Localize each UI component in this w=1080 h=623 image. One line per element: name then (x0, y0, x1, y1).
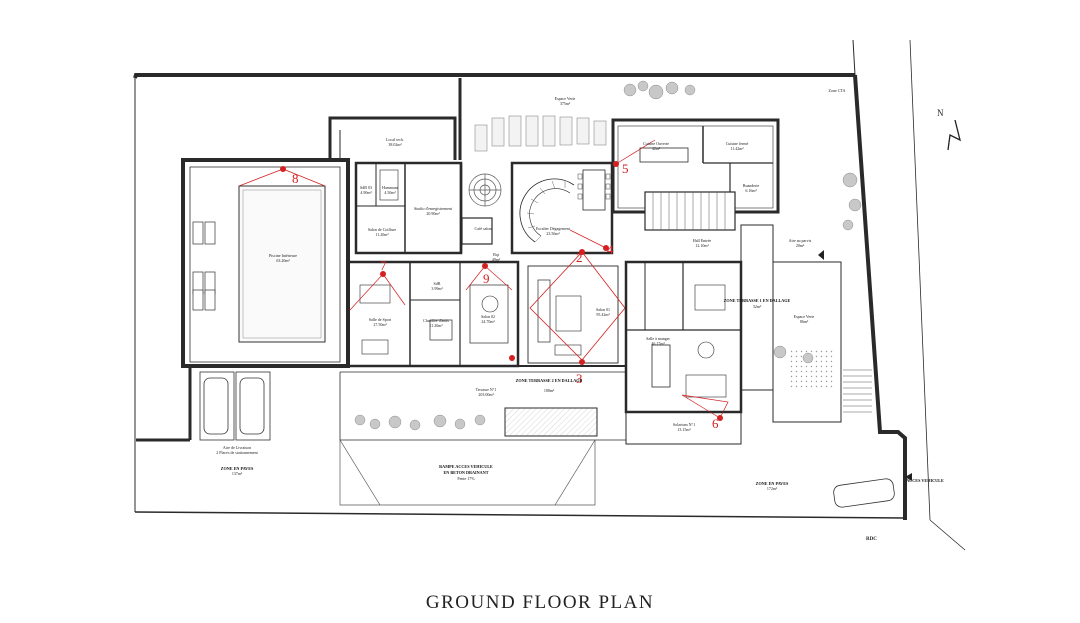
marker-2: 2 (576, 250, 583, 265)
north-arrow: N (937, 108, 961, 151)
label-rampe: RAMPE ACCES VEHICULE (439, 464, 493, 469)
label-escalier: Escalier Dégagement (536, 226, 571, 231)
drawing-title: GROUND FLOOR PLAN (425, 592, 655, 613)
area-salon1: 95.42m² (596, 312, 610, 317)
area-sdb1: 4.90m² (360, 190, 372, 195)
marker-3: 3 (576, 371, 583, 386)
area-aire-parvis: 20m² (796, 243, 805, 248)
area-escalier: 23.56m² (546, 231, 560, 236)
terraces (188, 365, 626, 441)
spa-block (354, 161, 493, 255)
site-boundary (133, 39, 966, 551)
vehicle-ramp (339, 439, 596, 506)
label-sdb2: SdB (434, 281, 441, 286)
area-local-tech: 38.02m² (388, 142, 402, 147)
area-cuisine-ouverte: 42m² (652, 146, 661, 151)
area-zone-terrasse2: 188m² (544, 388, 555, 393)
area-terrasse: 203.00m² (478, 392, 494, 397)
label-salon2: Salon 02 (481, 314, 495, 319)
stair-hall (510, 161, 614, 255)
pool-room (181, 158, 350, 368)
area-rampe: Pente 17% (457, 476, 475, 481)
label-espace-verte-top: Espace Verte (555, 96, 576, 101)
label-salle-manger: Salle à manger (646, 336, 670, 341)
marker-6: 6 (712, 416, 719, 431)
area-hall: 12.10m² (695, 243, 709, 248)
label-zone-terrasse1: ZONE TERRASSE 1 EN DALLAGE (724, 298, 791, 303)
upper-walls (328, 78, 462, 160)
label-local-tech: Local tech. (386, 137, 404, 142)
kitchen-block (611, 118, 780, 231)
area-salle-sport: 27.50m² (373, 322, 387, 327)
marker-5: 5 (622, 161, 629, 176)
label-zone-cta: Zone CTA (829, 88, 846, 93)
area-salle-manger: 46.17m² (651, 341, 665, 346)
label-cuisine-ouverte: Cuisine Ouverte (643, 141, 669, 146)
right-garden (772, 261, 872, 423)
label-chambre: Chambre d'amis (423, 318, 449, 323)
view-markers (280, 139, 723, 421)
area-espace-verte-right: 86m² (800, 319, 809, 324)
area-zone-terrasse1: 32m² (753, 304, 762, 309)
label-zone-paves-left: ZONE EN PAVES (221, 466, 254, 471)
label-cafe: Café salon (475, 226, 492, 231)
area-sdb2: 3.99m² (431, 286, 443, 291)
area-solarium: 13.15m² (677, 427, 691, 432)
area-bqt: 49m² (492, 257, 501, 262)
parking (136, 371, 895, 508)
label-zone-terrasse2: ZONE TERRASSE 2 EN DALLAGE (516, 378, 583, 383)
right-wing (624, 224, 774, 445)
label-acces-vehicule: ACCES VEHICULE (906, 478, 944, 483)
area-salon2: 24.70m² (481, 319, 495, 324)
area-piscine: 63.20m² (276, 258, 290, 263)
label-salon1: Salon 01 (596, 307, 610, 312)
sub-rampe: EN BETON DRAINANT (443, 470, 488, 475)
area-hammam: 4.50m² (384, 190, 396, 195)
label-zone-paves-right: ZONE EN PAVES (756, 481, 789, 486)
label-aire-livraison: Aire de Livraison (223, 445, 251, 450)
label-piscine: Piscine Intérieure (269, 253, 297, 258)
marker-7: 7 (380, 258, 387, 273)
marker-4: 4 (607, 242, 614, 257)
label-aire-parvis: Aire au parvis (789, 238, 812, 243)
living-section (346, 251, 626, 368)
area-zone-paves-right: 172m² (767, 486, 778, 491)
label-solarium: Solarium N°1 (673, 422, 695, 427)
label-salle-sport: Salle de Sport (369, 317, 392, 322)
room-labels: Espace Verte 375m² Zone CTA Local tech. … (216, 88, 944, 491)
area-buanderie: 6.16m² (745, 188, 757, 193)
label-terrasse: Terrasse N°1 (476, 387, 497, 392)
area-salon-coiffure: 11.20m² (375, 232, 389, 237)
access-arrows (818, 250, 912, 481)
label-cuisine-fermee: Cuisine fermé (726, 141, 749, 146)
sub-aire-livraison: 2 Places de stationnement (216, 450, 258, 455)
label-hammam: Hammam (382, 185, 399, 190)
garden-spiral (468, 173, 502, 207)
label-salon-coiffure: Salon de Coiffure (368, 227, 397, 232)
area-chambre: 11.20m² (429, 323, 443, 328)
label-bqt: Bqt (493, 252, 500, 257)
label-hall: Hall Entrée (693, 238, 712, 243)
level-code: RDC (866, 537, 877, 542)
label-buanderie: Buanderie (743, 183, 760, 188)
stepping-stones (474, 115, 607, 152)
planting (354, 80, 862, 431)
north-letter: N (937, 108, 944, 118)
area-espace-verte-top: 375m² (560, 101, 571, 106)
area-cuisine-fermee: 11.42m² (730, 146, 744, 151)
area-zone-paves-left: 137m² (232, 471, 243, 476)
marker-9: 9 (483, 271, 490, 286)
label-sdb1: SdB 03 (360, 185, 372, 190)
area-studio: 20.90m² (426, 211, 440, 216)
label-espace-verte-right: Espace Verte (794, 314, 815, 319)
label-studio: Studio d'enregistrement (414, 206, 453, 211)
marker-8: 8 (292, 171, 299, 186)
